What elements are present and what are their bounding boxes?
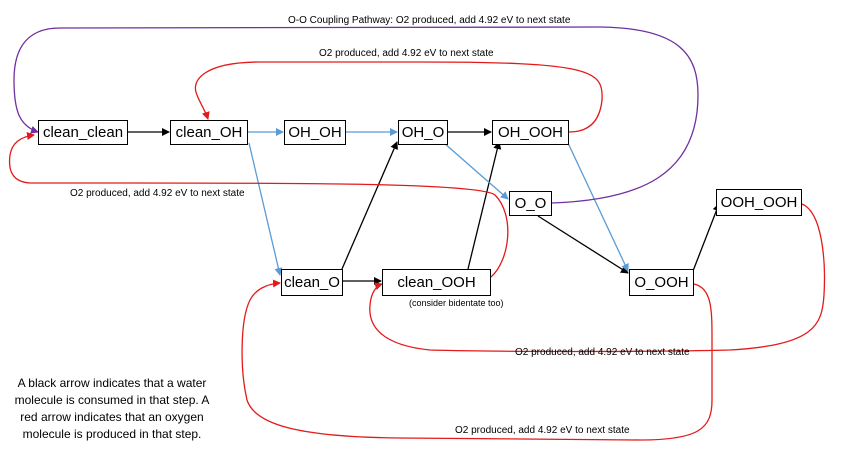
node-OOH-OOH: OOH_OOH bbox=[716, 189, 802, 216]
node-clean-OH: clean_OH bbox=[170, 120, 248, 145]
edge-oo-coupling bbox=[13, 26, 699, 204]
label-bidentate: (consider bidentate too) bbox=[409, 298, 504, 308]
legend-note: A black arrow indicates that a water mol… bbox=[14, 376, 210, 441]
label-o2-left: O2 produced, add 4.92 eV to next state bbox=[70, 188, 245, 199]
node-OH-OH: OH_OH bbox=[284, 120, 346, 145]
edge-cleanOOH-OHOOH bbox=[467, 141, 502, 270]
edge-OOOH-OOHOOH bbox=[692, 203, 721, 272]
node-O-OOH: O_OOH bbox=[629, 269, 694, 296]
edge-o2-top bbox=[194, 61, 603, 133]
node-OH-OOH: OH_OOH bbox=[492, 120, 569, 145]
node-clean-OOH: clean_OOH bbox=[382, 269, 491, 296]
edge-cleanOH-cleanO bbox=[248, 142, 283, 276]
edge-OHOOH-OOOH bbox=[567, 142, 629, 272]
label-o2-top: O2 produced, add 4.92 eV to next state bbox=[319, 48, 494, 59]
node-O-O: O_O bbox=[509, 191, 552, 216]
edge-OO-OOOH bbox=[537, 215, 629, 274]
label-oo-coupling: O-O Coupling Pathway: O2 produced, add 4… bbox=[288, 15, 571, 26]
node-OH-O: OH_O bbox=[398, 120, 448, 145]
label-o2-bottom: O2 produced, add 4.92 eV to next state bbox=[455, 425, 630, 436]
edge-o2-mid-bottom bbox=[369, 203, 826, 353]
label-o2-mid-bottom: O2 produced, add 4.92 eV to next state bbox=[515, 347, 690, 358]
node-clean-O: clean_O bbox=[281, 269, 343, 296]
edge-OHO-OO bbox=[443, 142, 509, 200]
node-clean-clean: clean_clean bbox=[38, 120, 128, 145]
edge-cleanO-OHO bbox=[341, 141, 398, 270]
edge-o2-bottom bbox=[241, 279, 713, 441]
edge-o2-left bbox=[8, 132, 509, 278]
